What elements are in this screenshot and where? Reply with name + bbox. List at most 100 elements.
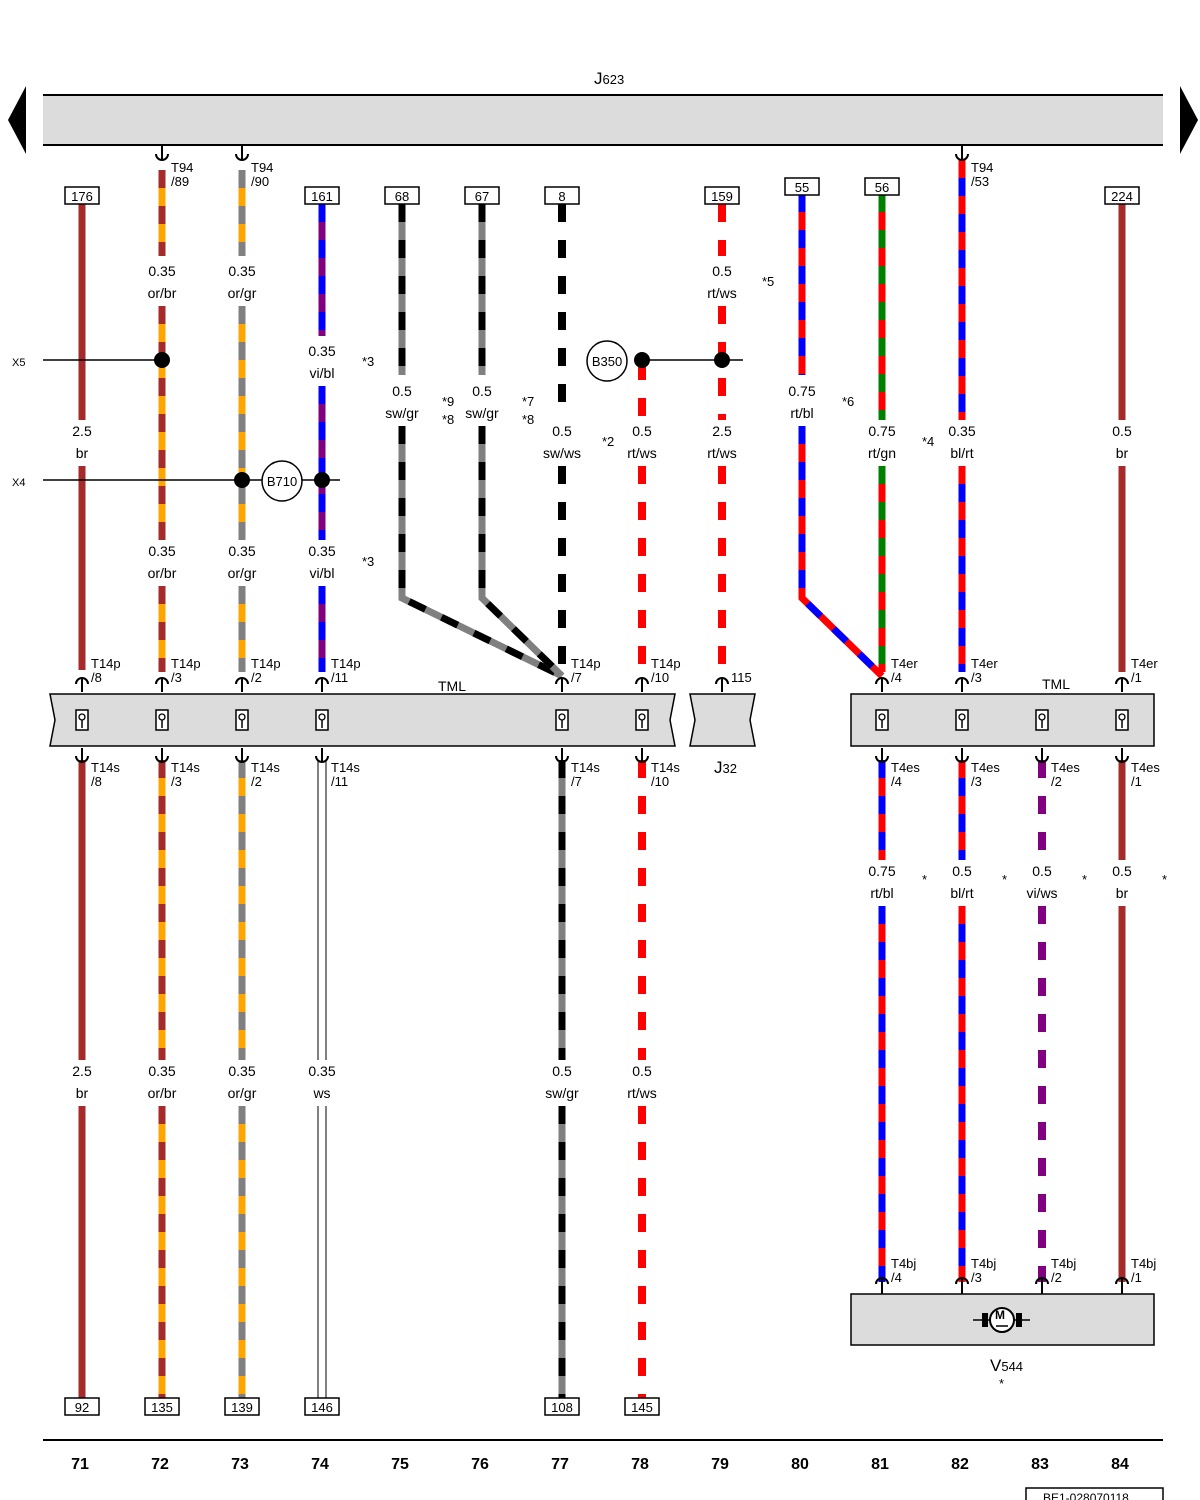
- top-ref-box-frame: [784, 177, 820, 196]
- wire-color-label: sw/gr: [465, 405, 499, 421]
- pin-label: T14s: [331, 760, 360, 775]
- tml-label-right: TML: [1042, 676, 1070, 692]
- pin-number: /3: [971, 670, 982, 685]
- j32-label: J32: [714, 758, 737, 777]
- bus-label-x5: X5: [12, 357, 25, 369]
- bottom-ref-box-frame: [224, 1397, 260, 1416]
- bottom-ref-box-frame: [304, 1397, 340, 1416]
- wire-color-label: vi/bl: [310, 365, 335, 381]
- wire-base: [798, 426, 885, 679]
- pin-number: /4: [891, 774, 902, 789]
- pin-label: T4es: [891, 760, 920, 775]
- wire-color-label: or/br: [148, 565, 177, 581]
- column-number-81: 81: [871, 1456, 889, 1473]
- top-ref-box: 67: [475, 189, 489, 204]
- pin-label: T14s: [171, 760, 200, 775]
- splice-dot: [154, 352, 170, 368]
- pin-number: /4: [891, 1270, 902, 1285]
- column-number-72: 72: [151, 1456, 169, 1473]
- footnote: *: [922, 872, 927, 887]
- pin-number: /1: [1131, 774, 1142, 789]
- wire-col-75: [398, 204, 564, 680]
- arrow-left-icon[interactable]: [8, 86, 26, 154]
- column-number-77: 77: [551, 1456, 569, 1473]
- top-ref-box: 224: [1111, 189, 1133, 204]
- wire-size-label: 0.35: [228, 263, 255, 279]
- pin-number: /89: [171, 174, 189, 189]
- pin-number: /90: [251, 174, 269, 189]
- pin-number: /10: [651, 670, 669, 685]
- wire-col-80-bend: [798, 426, 885, 679]
- wire-color-label: br: [1116, 445, 1129, 461]
- wire-size-label: 0.5: [632, 1063, 652, 1079]
- wire-layer: [78, 160, 1126, 1398]
- wire-color-label: br: [76, 1085, 89, 1101]
- pin-number: /7: [571, 670, 582, 685]
- wire-size-label: 0.5: [472, 383, 492, 399]
- wire-color-label: bl/rt: [950, 885, 973, 901]
- arrow-right-icon[interactable]: [1180, 86, 1198, 154]
- bottom-ref-box-frame: [144, 1397, 180, 1416]
- svg-text:M: M: [995, 1308, 1005, 1322]
- pin-number: /1: [1131, 670, 1142, 685]
- wire-size-label: 0.5: [1112, 423, 1132, 439]
- pin-label: T4bj: [1131, 1256, 1156, 1271]
- bottom-ref-box-frame: [544, 1397, 580, 1416]
- wire-size-label: 0.5: [952, 863, 972, 879]
- tml-housing-left: [49, 693, 676, 747]
- wire-color-label: rt/bl: [790, 405, 813, 421]
- bottom-ref-box: 139: [231, 1400, 253, 1415]
- wire-color-label: sw/gr: [385, 405, 419, 421]
- pin-label: T14s: [91, 760, 120, 775]
- wire-size-label: 0.35: [148, 1063, 175, 1079]
- wire-color-label: or/br: [148, 285, 177, 301]
- footnote: *8: [442, 412, 454, 427]
- bus-label-x4: X4: [12, 477, 25, 489]
- pin-label: T14p: [91, 656, 121, 671]
- wire-stripe: [798, 426, 885, 679]
- pin-number: /2: [251, 774, 262, 789]
- footnote: *4: [922, 434, 934, 449]
- pin-number: /4: [891, 670, 902, 685]
- wire-color-label: sw/gr: [545, 1085, 579, 1101]
- top-ref-box: 68: [395, 189, 409, 204]
- wire-color-label: rt/ws: [707, 285, 737, 301]
- top-ref-box-frame: [304, 186, 340, 205]
- top-ref-box: 159: [711, 189, 733, 204]
- wire-size-label: 0.75: [868, 423, 895, 439]
- wire-size-label: 2.5: [72, 423, 92, 439]
- pin-number: /11: [331, 774, 348, 789]
- wire-size-label: 0.35: [308, 343, 335, 359]
- top-ref-box-frame: [704, 186, 740, 205]
- motor-label: V544: [990, 1356, 1023, 1375]
- pin-number: /2: [1051, 774, 1062, 789]
- pin-label: T14p: [251, 656, 281, 671]
- column-number-78: 78: [631, 1456, 649, 1473]
- wire-size-label: 0.5: [552, 423, 572, 439]
- pin-label: T94: [171, 160, 193, 175]
- bottom-ref-box: 108: [551, 1400, 573, 1415]
- wire-size-label: 0.5: [392, 383, 412, 399]
- column-number-73: 73: [231, 1456, 249, 1473]
- j32-housing: [689, 693, 756, 747]
- top-ref-box-frame: [384, 186, 420, 205]
- wire-color-label: br: [76, 445, 89, 461]
- pin-number: /1: [1131, 1270, 1142, 1285]
- column-number-83: 83: [1031, 1456, 1049, 1473]
- wire-color-label: rt/bl: [870, 885, 893, 901]
- top-ref-box: 55: [795, 180, 809, 195]
- footnote: *: [1162, 872, 1167, 887]
- pin-label: T4es: [1051, 760, 1080, 775]
- pin-label: T14s: [651, 760, 680, 775]
- pin-label: T94: [971, 160, 993, 175]
- wire-size-label: 0.75: [868, 863, 895, 879]
- wire-size-label: 0.35: [228, 1063, 255, 1079]
- top-ref-box-frame: [544, 186, 580, 205]
- pin-label: T4er: [971, 656, 998, 671]
- wire-color-label: or/br: [148, 1085, 177, 1101]
- wire-size-label: 0.35: [308, 1063, 335, 1079]
- pin-label: T4bj: [971, 1256, 996, 1271]
- tml-label-left: TML: [438, 678, 466, 694]
